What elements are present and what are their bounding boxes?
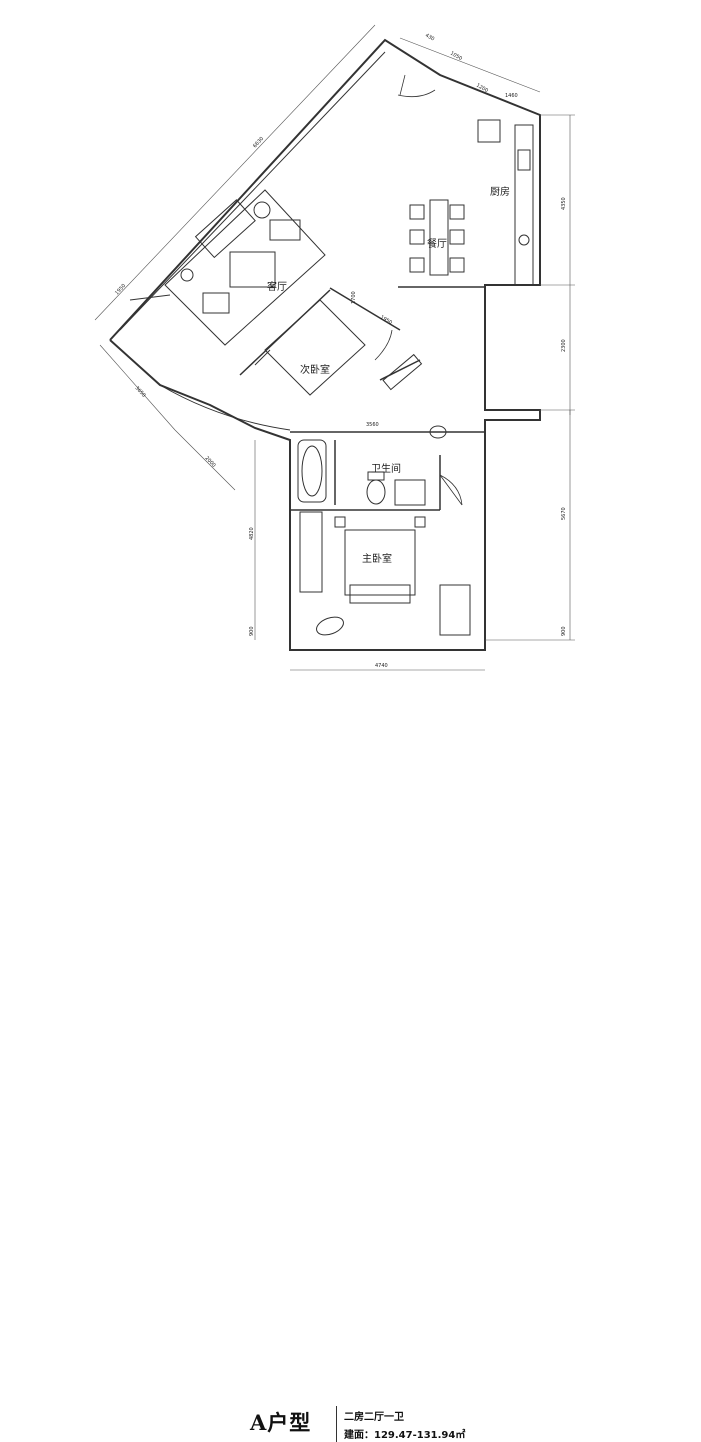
dim-left-a: 4820 [249, 527, 255, 540]
door-swings [374, 74, 463, 506]
dim-right-a: 4350 [561, 197, 567, 210]
dim-right-d: 900 [561, 626, 567, 636]
living-room-furniture [164, 189, 326, 346]
master-bedroom-furniture [299, 511, 471, 636]
dim-diag-b: 1950 [114, 283, 127, 296]
floor-plan: 客厅 餐厅 厨房 次卧室 卫生间 主卧室 430 1050 1200 1460 … [94, 24, 575, 671]
dim-diag-c: 3650 [134, 385, 147, 398]
dim-diag-d: 2000 [204, 455, 217, 468]
dim-right-c: 5670 [561, 507, 567, 520]
dim-inner-a: 1700 [351, 291, 357, 304]
second-bedroom-bed [254, 299, 423, 396]
layout-description: 二房二厅一卫 [344, 1412, 404, 1423]
dim-top-d: 1460 [505, 93, 518, 99]
dim-top-b: 1050 [449, 51, 463, 63]
caption-divider [336, 1406, 337, 1442]
area-description: 建面：129.47-131.94㎡ [344, 1430, 466, 1441]
dimension-lines [94, 24, 575, 671]
interior-walls [239, 286, 485, 511]
dining-furniture [409, 199, 465, 276]
dim-bottom: 4740 [375, 663, 388, 669]
room-label-master-bedroom: 主卧室 [362, 552, 392, 565]
kitchen-counter [477, 119, 534, 286]
unit-type-title: A户型 [250, 1410, 312, 1435]
dim-left-b: 900 [249, 626, 255, 636]
room-label-dining: 餐厅 [427, 237, 447, 250]
dim-top-a: 430 [424, 33, 435, 43]
bathroom-fixtures [297, 425, 447, 506]
plan-caption: A户型 二房二厅一卫 建面：129.47-131.94㎡ [0, 700, 701, 1442]
room-label-kitchen: 厨房 [490, 185, 510, 198]
room-label-living: 客厅 [267, 280, 287, 293]
exterior-walls [109, 38, 541, 651]
dim-right-b: 2300 [561, 339, 567, 352]
dim-inner-b: 1950 [379, 315, 393, 327]
dim-bath-w: 3560 [366, 422, 379, 428]
room-label-second-bedroom: 次卧室 [300, 363, 330, 376]
dim-top-c: 1200 [475, 83, 489, 95]
room-label-bathroom: 卫生间 [371, 462, 401, 475]
